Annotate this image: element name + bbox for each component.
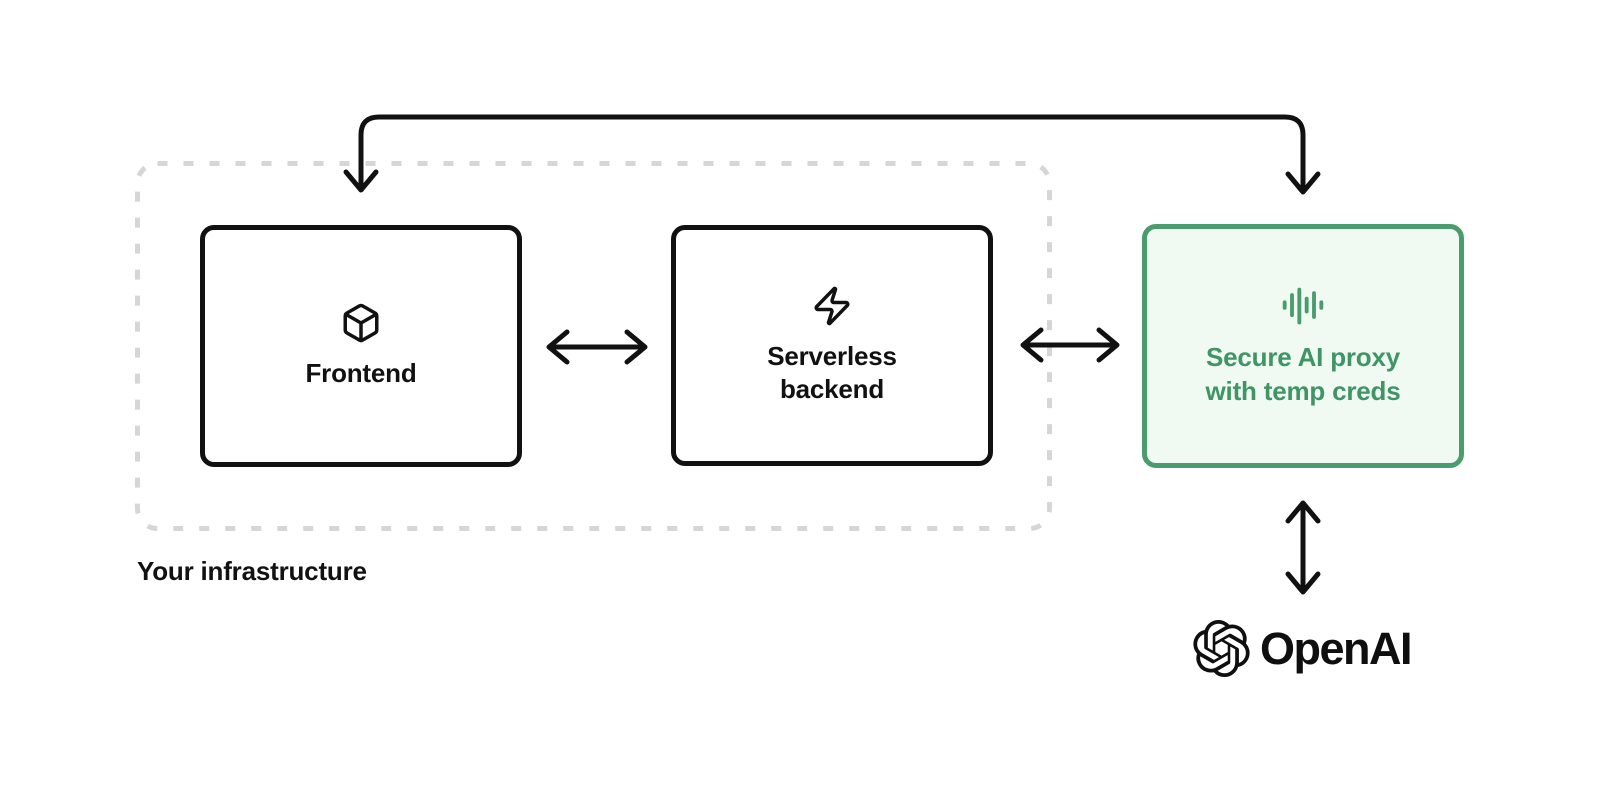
frontend-node: Frontend: [200, 225, 522, 467]
serverless-label-line2: backend: [779, 374, 885, 404]
openai-logo: OpenAI: [1193, 620, 1413, 677]
arrowhead-right-icon: [624, 329, 648, 365]
audio-waveform-icon: [1282, 288, 1324, 325]
serverless-backend-node: Serverless backend: [671, 225, 993, 466]
cube-icon: [343, 303, 379, 343]
arrowhead-down-icon: [1285, 571, 1321, 595]
serverless-label-line1: Serverless: [767, 340, 897, 371]
openai-mark-icon: [1193, 620, 1250, 677]
arrowhead-down-icon: [343, 169, 379, 193]
frontend-label: Frontend: [305, 357, 417, 388]
frontend-serverless-double-arrow: [546, 329, 648, 365]
infrastructure-dashed-boundary: [135, 161, 1052, 531]
proxy-label-line2: with temp creds: [1205, 375, 1401, 406]
arrowhead-left-icon: [546, 329, 570, 365]
proxy-label-line1: Secure AI proxy: [1205, 342, 1400, 373]
secure-proxy-node: Secure AI proxy with temp creds: [1142, 224, 1464, 468]
serverless-backend-label: Serverless backend: [767, 340, 897, 406]
arrowhead-down-icon: [1285, 171, 1321, 195]
zap-icon: [814, 286, 850, 326]
secure-proxy-label: Secure AI proxy with temp creds: [1206, 341, 1401, 407]
arrowhead-up-icon: [1285, 500, 1321, 524]
openai-wordmark: OpenAI: [1260, 622, 1413, 674]
arrowhead-right-icon: [1096, 327, 1120, 363]
serverless-proxy-double-arrow: [1020, 327, 1120, 363]
frontend-proxy-top-loop-arrow: [343, 114, 1321, 195]
arrowhead-left-icon: [1020, 327, 1044, 363]
infrastructure-group-label: Your infrastructure: [137, 556, 367, 586]
proxy-openai-double-arrow: [1285, 500, 1321, 595]
